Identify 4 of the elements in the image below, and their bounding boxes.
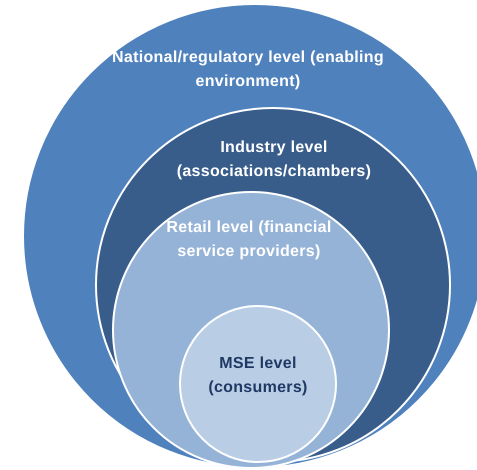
level-label: Industry level (associations/chambers) bbox=[176, 138, 372, 182]
level-label: MSE level (consumers) bbox=[207, 354, 309, 398]
level-label: Retail level (financial service providers) bbox=[165, 218, 333, 262]
level-label: National/regulatory level (enabling environment) bbox=[111, 48, 385, 92]
